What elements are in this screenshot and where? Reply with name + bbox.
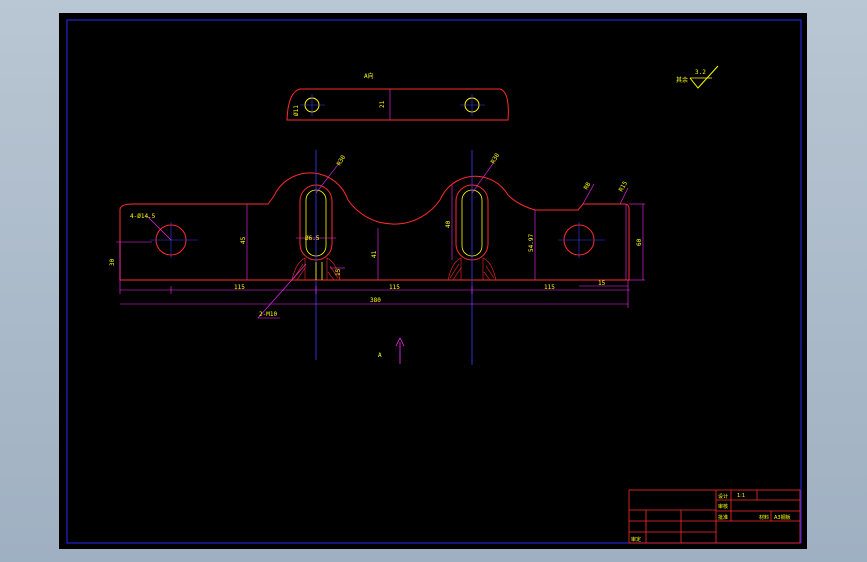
view-arrow-label: A [378,352,382,359]
dim-r4: R15 [618,180,630,193]
dim-r2: R30 [490,152,502,165]
title-label-design: 设计 [718,493,728,500]
dim-h-mid1: 45 [240,236,247,244]
top-view-label: A向 [364,72,374,80]
roughness-value: 3.2 [695,69,706,76]
front-view-outline [119,172,630,281]
roughness-check-icon [689,65,719,89]
dimension-lines [116,161,645,319]
dim-notch: 15 [335,268,342,276]
dim-span-1: 115 [234,284,245,291]
top-view-outline [286,88,509,121]
dim-h-right1: 54.97 [528,234,535,252]
title-material-label: 材料 [759,514,769,521]
dim-h-right2: 60 [636,238,643,246]
dim-span-2: 115 [389,284,400,291]
title-label-review: 审核 [718,503,728,510]
top-dim-height: 21 [379,100,386,108]
dim-span-3: 115 [544,284,555,291]
dim-span-4: 15 [598,280,606,287]
drawing-sheet [59,13,807,549]
title-block: 设计 审核 批准 审定 1:1 材料 A3钢板 [628,489,801,544]
drawing-frame [66,19,802,544]
top-dim-hole: Ø11 [293,105,300,116]
dim-leader: 2-M10 [259,311,277,318]
front-view: 4-Ø14.5 30 45 Ø6.5 15 41 40 54.97 60 R30… [109,150,645,365]
dim-h-mid2: 41 [371,250,378,258]
roughness-symbol: 其余 3.2 [676,65,719,89]
title-material: A3钢板 [774,514,791,521]
title-scale: 1:1 [737,493,745,499]
dim-slot-width: Ø6.5 [305,235,320,242]
hatch-right [447,257,497,281]
dim-total: 380 [370,297,381,304]
roughness-prefix: 其余 [676,76,688,84]
dim-r1: R30 [336,154,348,167]
title-label-approve: 批准 [718,514,728,521]
dim-hole-callout: 4-Ø14.5 [130,213,156,220]
dim-h-slot: 40 [445,220,452,228]
top-view: A向 Ø11 21 [286,72,509,121]
title-label-verify: 审定 [631,536,641,543]
dim-r3: R8 [583,181,593,191]
dim-h-left: 30 [109,258,116,266]
arrow-up-icon [395,337,405,347]
